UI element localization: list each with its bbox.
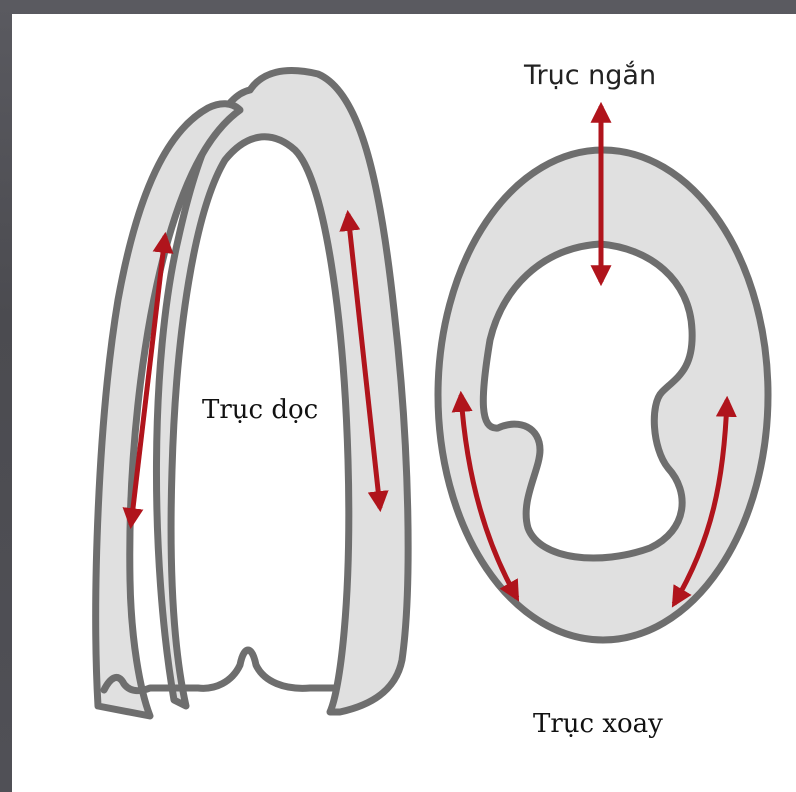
rotational-axis-label: Trục xoay — [533, 709, 663, 739]
long-axis-label: Trục dọc — [202, 395, 318, 425]
long-axis-heart: Trục dọc — [96, 71, 408, 716]
short-axis-label: Trục ngắn — [523, 60, 656, 91]
short-axis-heart: Trục ngắn Trục xoay — [438, 60, 768, 739]
